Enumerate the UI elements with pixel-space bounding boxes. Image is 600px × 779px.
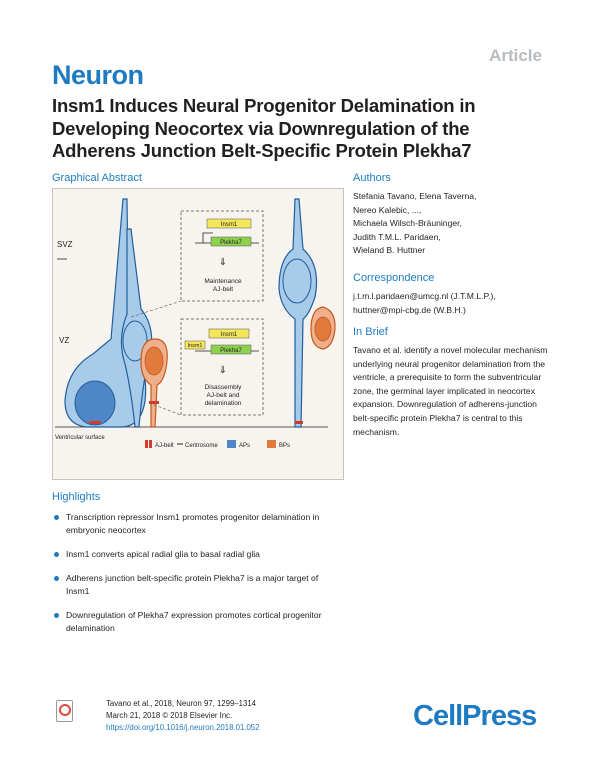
zoom-box-delamination (180, 318, 264, 416)
legend-bps-swatch (267, 440, 276, 448)
svz-label: SVZ (57, 240, 73, 249)
apical-progenitor-cell-right (278, 198, 318, 428)
basal-progenitor-cell-right (310, 306, 336, 350)
author-line[interactable]: Michaela Wilsch-Bräuninger, (353, 218, 462, 228)
legend-aj-belt-label: AJ-belt (155, 443, 174, 449)
author-line[interactable]: Wieland B. Huttner (353, 245, 426, 255)
nucleus-bp (144, 346, 164, 376)
nucleus-bp-right (314, 316, 332, 342)
figure-legend: AJ-belt Centrosome APs BPs (145, 440, 290, 449)
graphical-abstract-heading: Graphical Abstract (52, 172, 142, 184)
promoter-arrow-top (202, 232, 213, 243)
zoom-box-maintenance (180, 210, 264, 302)
publication-date: March 21, 2018 © 2018 Elsevier Inc. (106, 711, 233, 720)
check-for-updates-icon[interactable] (56, 700, 73, 722)
legend-aj-belt-swatch-2 (149, 440, 152, 448)
arrow-down-top: ⇓ (219, 257, 227, 268)
aj-belt-marker-left (89, 421, 101, 424)
nucleus-ap-right (282, 258, 312, 304)
citation-footer: Tavano et al., 2018, Neuron 97, 1299–131… (106, 698, 259, 734)
correspondence-email-link[interactable]: j.t.m.l.paridaen@umcg.nl (J.T.M.L.P.), (353, 291, 496, 301)
legend-bps-label: BPs (279, 443, 290, 449)
authors-section: Authors Stefania Tavano, Elena Taverna, … (353, 172, 553, 258)
highlight-text: Adherens junction belt-specific protein … (66, 573, 319, 596)
journal-logo[interactable]: Neuron (52, 60, 144, 90)
in-brief-text: Tavano et al. identify a novel molecular… (353, 345, 548, 437)
check-for-updates-ring (58, 704, 71, 716)
bullet-icon (54, 552, 59, 557)
bullet-icon (54, 613, 59, 618)
legend-centrosome-label: Centrosome (185, 443, 218, 449)
gene-box-plekha7-mid (210, 344, 252, 355)
highlight-item: Transcription repressor Insm1 promotes p… (52, 511, 342, 537)
aj-belt-marker-right (295, 421, 303, 424)
graphical-abstract-figure: SVZ VZ Ventricular surface (52, 188, 344, 480)
gene-label-insm1-side: Insm1 (188, 343, 203, 349)
legend-aps-label: APs (239, 443, 250, 449)
nucleus-ap-left (74, 380, 116, 426)
legend-aps-swatch (227, 440, 236, 448)
arrow-down-mid: ⇓ (219, 365, 227, 376)
highlights-heading: Highlights (52, 491, 101, 503)
vz-label: VZ (59, 336, 69, 345)
article-title: Insm1 Induces Neural Progenitor Delamina… (52, 95, 476, 161)
ventricular-surface-label: Ventricular surface (55, 435, 105, 441)
doi-link[interactable]: https://doi.org/10.1016/j.neuron.2018.01… (106, 723, 260, 732)
correspondence-heading: Correspondence (353, 272, 435, 284)
highlight-text: Insm1 converts apical radial glia to bas… (66, 549, 260, 559)
highlights-section: Highlights Transcription repressor Insm1… (52, 491, 342, 646)
highlight-item: Adherens junction belt-specific protein … (52, 572, 342, 598)
article-type-label: Article (489, 46, 542, 65)
author-line[interactable]: Stefania Tavano, Elena Taverna, (353, 191, 477, 201)
bullet-icon (54, 515, 59, 520)
gene-label-plekha7-mid: Plekha7 (220, 348, 242, 354)
legend-aj-belt-swatch (145, 440, 148, 448)
highlight-item: Downregulation of Plekha7 expression pro… (52, 609, 342, 635)
highlight-item: Insm1 converts apical radial glia to bas… (52, 548, 342, 561)
gene-label-insm1-top: Insm1 (221, 222, 238, 228)
graphical-abstract-svg: SVZ VZ Ventricular surface (55, 198, 336, 449)
author-line[interactable]: Judith T.M.L. Paridaen, (353, 231, 441, 242)
in-brief-heading: In Brief (353, 326, 388, 338)
highlight-text: Downregulation of Plekha7 expression pro… (66, 610, 322, 633)
aj-belt-marker-bp (149, 401, 159, 404)
zoom-connector-2 (148, 402, 182, 416)
in-brief-section: In Brief Tavano et al. identify a novel … (353, 326, 553, 439)
zoom-connector-1 (130, 300, 182, 318)
gene-label-plekha7-top: Plekha7 (220, 240, 242, 246)
citation-text: Tavano et al., 2018, Neuron 97, 1299–131… (106, 699, 256, 708)
authors-heading: Authors (353, 172, 391, 184)
cellpress-logo[interactable]: CellPress (413, 700, 537, 732)
gene-box-insm1-mid (208, 328, 250, 339)
gene-box-insm1-top (206, 218, 252, 229)
bullet-icon (54, 576, 59, 581)
gene-box-plekha7-top (210, 236, 252, 247)
basal-progenitor-cell-delaminating (140, 338, 168, 428)
gene-box-insm1-side (184, 340, 206, 350)
correspondence-section: Correspondence j.t.m.l.paridaen@umcg.nl … (353, 272, 553, 317)
correspondence-email-link[interactable]: huttner@mpi-cbg.de (W.B.H.) (353, 304, 466, 315)
highlight-text: Transcription repressor Insm1 promotes p… (66, 512, 320, 535)
gene-label-insm1-mid: Insm1 (221, 332, 238, 338)
author-line[interactable]: Nereo Kalebic, ..., (353, 204, 422, 215)
